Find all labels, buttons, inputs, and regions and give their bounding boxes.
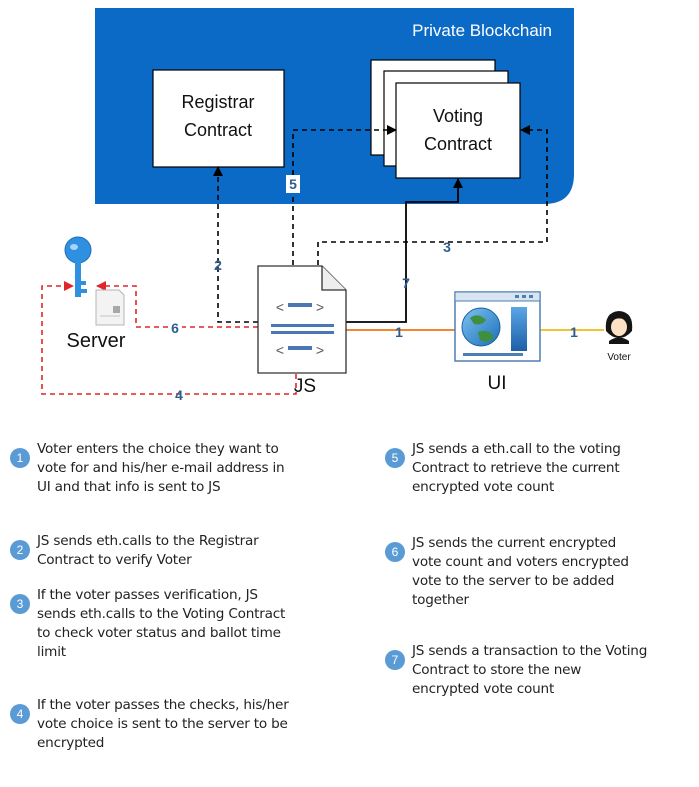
svg-text:<: < (276, 299, 284, 315)
voting-contract-node (395, 82, 521, 179)
svg-text:>: > (316, 299, 324, 315)
ui-label: UI (488, 373, 507, 394)
edge-2-label: 2 (214, 257, 222, 273)
voting-contract-label-line2: Contract (424, 134, 492, 154)
key-icon (64, 236, 92, 297)
js-label: JS (294, 376, 316, 397)
edge-2-js-to-registrar (213, 166, 258, 323)
registrar-contract-node (152, 69, 285, 168)
edge-5-js-to-voting (292, 125, 397, 265)
edge-6-label-bg (168, 319, 182, 336)
edge-5-label-bg (286, 175, 300, 193)
server-label: Server (67, 330, 126, 352)
edge-3-label: 3 (443, 239, 451, 255)
svg-text:<: < (276, 342, 284, 358)
registrar-contract-label-line1: Registrar (181, 92, 254, 112)
server-document-icon (95, 289, 125, 326)
registrar-contract-label-line2: Contract (184, 120, 252, 140)
edge-7-label: 7 (402, 275, 410, 291)
voter-node: Voter (605, 311, 633, 363)
edge-6-label: 6 (171, 320, 179, 336)
svg-text:>: > (316, 342, 324, 358)
voter-avatar-icon (605, 311, 633, 344)
js-file-icon (257, 265, 347, 374)
edge-4-js-to-server (41, 281, 297, 395)
edge-7-js-transaction-to-voting (346, 178, 463, 323)
private-blockchain-title: Private Blockchain (412, 21, 552, 40)
js-node: < > < > JS (257, 265, 347, 397)
edge-5-label: 5 (289, 176, 297, 192)
edge-1-label-ui-voter: 1 (570, 324, 578, 340)
ui-node: UI (454, 291, 541, 394)
edge-6-js-to-server (96, 281, 258, 328)
voter-label: Voter (607, 352, 631, 363)
edge-1-label-js-ui: 1 (395, 324, 403, 340)
edge-4-label: 4 (175, 387, 183, 403)
edge-3-js-to-voting-checks (317, 125, 548, 265)
server-node: Server (64, 236, 126, 352)
voting-contract-label-line1: Voting (433, 106, 483, 126)
